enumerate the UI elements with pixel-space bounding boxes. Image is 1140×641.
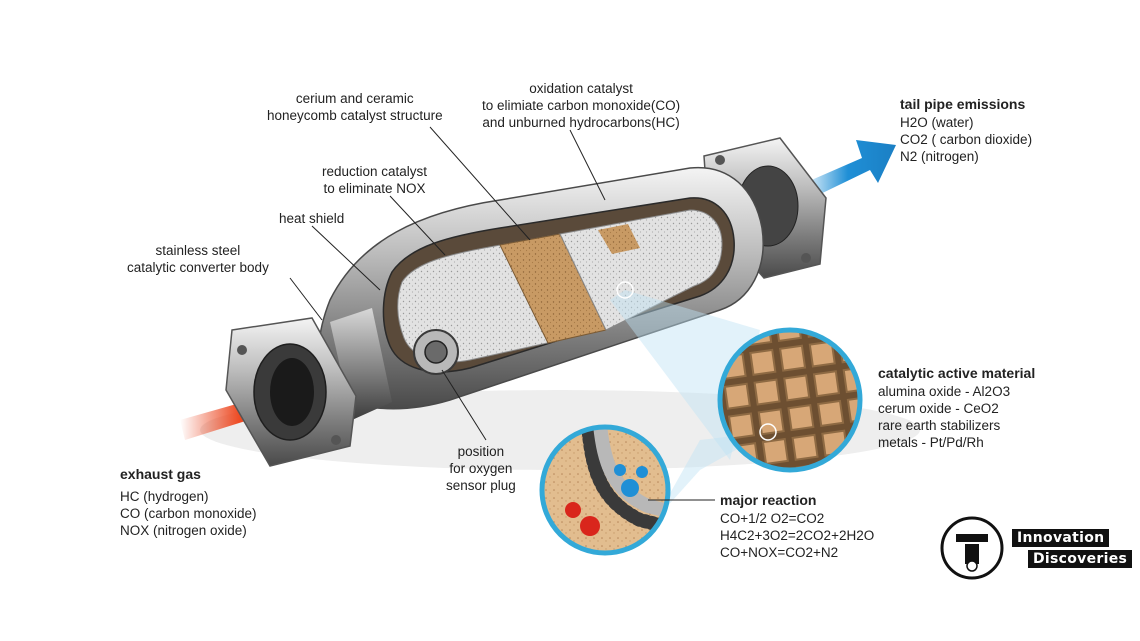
label-honeycomb-structure: cerium and ceramic honeycomb catalyst st… [267, 91, 443, 123]
leader-sensor [441, 369, 487, 441]
tailpipe-emissions-block: tail pipe emissions H2O (water) CO2 ( ca… [900, 96, 1032, 165]
brand-logo-icon-gear [966, 560, 978, 572]
washcoat-surface [581, 427, 668, 537]
reaction-closeup-ring [539, 424, 671, 556]
active-material-item: alumina oxide - Al2O3 [878, 384, 1011, 399]
leader-lines [289, 126, 715, 501]
tailpipe-title: tail pipe emissions [900, 96, 1026, 112]
closeup-origin-marker [759, 423, 777, 441]
active-material-item: metals - Pt/Pd/Rh [878, 435, 984, 450]
magnify-beam-2 [655, 432, 768, 520]
leader-body [289, 277, 323, 321]
leader-honeycomb [429, 126, 531, 241]
label-reduction-catalyst: reduction catalyst to eliminate NOX [322, 164, 428, 196]
label-oxygen-sensor: position for oxygen sensor plug [446, 444, 516, 493]
exhaust-title: exhaust gas [120, 466, 201, 482]
honeycomb-closeup-ring [717, 327, 863, 473]
active-material-item: cerum oxide - CeO2 [878, 401, 999, 416]
inlet-bolt-hole [237, 345, 247, 355]
exhaust-item: HC (hydrogen) [120, 489, 209, 504]
honeycomb-closeup [720, 330, 860, 470]
active-material-block: catalytic active material alumina oxide … [878, 365, 1035, 451]
leader-heat-shield [311, 225, 381, 291]
tailpipe-item: CO2 ( carbon dioxide) [900, 132, 1033, 147]
label-oxidation-catalyst: oxidation catalyst to elimiate carbon mo… [482, 81, 681, 130]
inlet-pipe [330, 308, 392, 420]
pollutant-molecule [565, 502, 581, 518]
co2-molecule [636, 466, 648, 478]
reaction-title: major reaction [720, 492, 817, 508]
brand-wordmark: Innovation Discoveries [1012, 529, 1133, 568]
magnify-origin-marker [616, 281, 634, 299]
tailpipe-outflow-arrow [800, 140, 896, 200]
exhaust-item: NOX (nitrogen oxide) [120, 523, 247, 538]
brand-logo-icon-stem [965, 544, 979, 564]
tailpipe-item: N2 (nitrogen) [900, 149, 979, 164]
oxidation-catalyst-substrate [559, 209, 723, 331]
pollutant-molecule [580, 516, 600, 536]
active-material-title: catalytic active material [878, 365, 1036, 381]
major-reaction-block: major reaction CO+1/2 O2=CO2 H4C2+3O2=2C… [720, 492, 874, 561]
co2-molecule [621, 479, 639, 497]
brand-line-1: Innovation [1012, 529, 1110, 547]
inlet-bore [270, 358, 314, 426]
honeycomb-band [598, 224, 640, 254]
reaction-item: CO+NOX=CO2+N2 [720, 545, 839, 560]
leader-reduction [389, 195, 446, 256]
exhaust-item: CO (carbon monoxide) [120, 506, 257, 521]
co2-molecule [614, 464, 626, 476]
inlet-bolt-hole [331, 435, 341, 445]
tailpipe-item: H2O (water) [900, 115, 974, 130]
label-converter-body: stainless steel catalytic converter body [127, 243, 269, 275]
label-heat-shield: heat shield [279, 211, 345, 226]
brand-logo-icon-bar [956, 534, 988, 542]
sensor-hex-socket [424, 340, 448, 364]
reaction-item: H4C2+3O2=2CO2+2H2O [720, 528, 875, 543]
brand-line-2: Discoveries [1028, 550, 1133, 568]
reaction-item: CO+1/2 O2=CO2 [720, 511, 825, 526]
gas-channel [593, 427, 668, 521]
exhaust-gas-block: exhaust gas HC (hydrogen) CO (carbon mon… [120, 466, 257, 539]
outlet-bolt-hole [801, 253, 811, 263]
outlet-bolt-hole [715, 155, 725, 165]
leader-oxidation [569, 129, 606, 201]
active-material-item: rare earth stabilizers [878, 418, 1001, 433]
